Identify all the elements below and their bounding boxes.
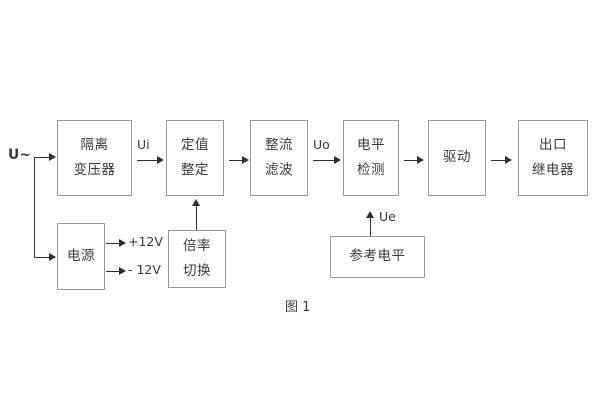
block-output-relay-line1: 出口 xyxy=(539,137,567,153)
block-level-detect-line1: 电平 xyxy=(357,137,385,153)
output-plus12v-arrow xyxy=(119,238,126,247)
signal-label-uo: Uo xyxy=(313,137,330,152)
block-level-detect-line2: 检测 xyxy=(357,161,385,178)
branch-to-transformer-line xyxy=(34,157,50,158)
block-level-detect: 电平 检测 xyxy=(343,120,399,196)
block-multiplier-switch-line2: 切换 xyxy=(183,262,211,279)
arrow-drive-to-relay-line xyxy=(491,160,506,161)
arrow-ue-head xyxy=(366,211,374,218)
block-rectify-filter: 整流 滤波 xyxy=(250,120,308,196)
signal-label-ui: Ui xyxy=(137,137,150,152)
block-multiplier-switch-line1: 倍率 xyxy=(183,238,211,254)
block-rectify-filter-line2: 滤波 xyxy=(265,161,293,178)
block-isolation-transformer-line2: 变压器 xyxy=(73,161,116,178)
input-label-u: U~ xyxy=(8,147,32,163)
block-multiplier-switch: 倍率 切换 xyxy=(168,230,226,288)
branch-to-transformer-arrow xyxy=(49,152,56,161)
arrow-multiplier-up-head xyxy=(192,199,200,206)
arrow-uo-head xyxy=(334,155,341,164)
arrow-level-to-drive-line xyxy=(404,160,418,161)
block-setting-value-line2: 整定 xyxy=(181,161,209,178)
input-trunk-vline xyxy=(34,157,35,258)
block-power-supply-line1: 电源 xyxy=(67,247,95,264)
output-plus12v-line xyxy=(106,243,120,244)
arrow-ui-line xyxy=(137,160,158,161)
block-reference-level: 参考电平 xyxy=(330,236,425,278)
block-isolation-transformer-line1: 隔离 xyxy=(80,137,109,153)
block-setting-value: 定值 整定 xyxy=(166,120,224,196)
arrow-uo-line xyxy=(313,160,335,161)
block-output-relay-line2: 继电器 xyxy=(532,161,574,178)
branch-to-power-arrow xyxy=(49,252,56,261)
block-reference-level-line1: 参考电平 xyxy=(349,248,406,265)
block-output-relay: 出口 继电器 xyxy=(518,120,588,196)
arrow-setting-to-rectify-line xyxy=(229,160,243,161)
arrow-drive-to-relay-head xyxy=(505,155,512,164)
signal-label-minus12v: - 12V xyxy=(128,262,161,277)
arrow-level-to-drive-head xyxy=(417,155,424,164)
signal-label-plus12v: +12V xyxy=(128,234,163,249)
output-minus12v-line xyxy=(106,271,120,272)
branch-to-power-line xyxy=(34,257,50,258)
block-drive: 驱动 xyxy=(428,120,486,196)
block-setting-value-line1: 定值 xyxy=(181,137,209,153)
signal-label-ue: Ue xyxy=(379,209,396,224)
block-rectify-filter-line1: 整流 xyxy=(265,137,293,153)
block-power-supply: 电源 xyxy=(57,223,105,290)
figure-caption: 图 1 xyxy=(285,300,311,315)
output-minus12v-arrow xyxy=(119,266,126,275)
arrow-multiplier-up-line xyxy=(196,206,197,230)
block-drive-line1: 驱动 xyxy=(443,149,471,166)
arrow-setting-to-rectify-head xyxy=(242,155,249,164)
arrow-ue-line xyxy=(370,218,371,236)
block-isolation-transformer: 隔离 变压器 xyxy=(57,120,132,196)
arrow-ui-head xyxy=(157,155,164,164)
